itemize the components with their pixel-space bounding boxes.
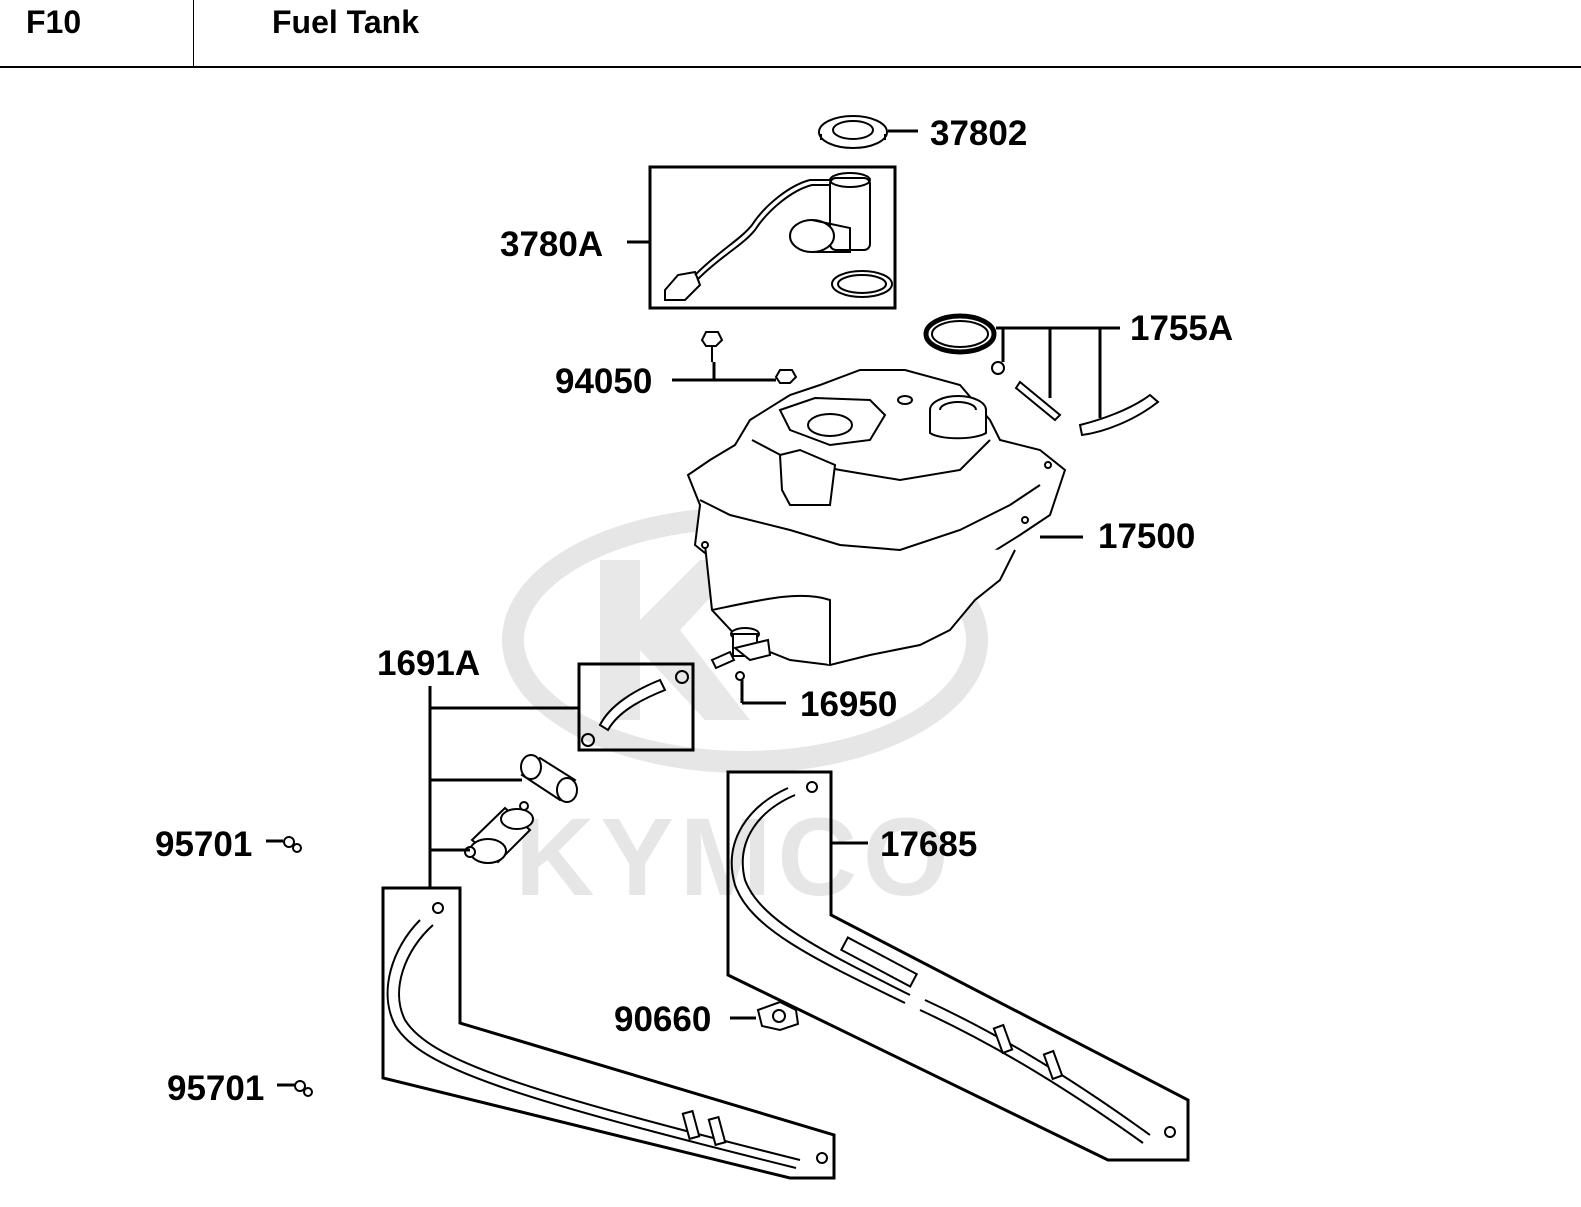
fuel-pump-box: [648, 165, 897, 310]
filler-cap-clamp-part: [923, 313, 1160, 437]
page-header: F10 Fuel Tank: [0, 0, 1581, 68]
label-1755A: 1755A: [1130, 309, 1233, 348]
label-17500: 17500: [1098, 517, 1195, 556]
section-title: Fuel Tank: [272, 4, 419, 40]
right-hose-box: [726, 770, 1190, 1162]
section-code: F10: [26, 4, 82, 40]
leader-94050: [672, 362, 776, 382]
fuel-valve-part: [710, 627, 772, 681]
hose-clip-part: [756, 1000, 800, 1032]
filter-sleeve-part: [520, 754, 578, 803]
label-16950: 16950: [800, 685, 897, 724]
lock-ring-part: [818, 115, 888, 149]
fuel-pump-part: [664, 172, 893, 301]
left-fuel-hose-part: [386, 902, 828, 1169]
label-1691A: 1691A: [377, 644, 480, 683]
right-fuel-hose-part: [730, 781, 1176, 1144]
left-hose-box: [381, 886, 836, 1180]
label-95701-upper: 95701: [155, 825, 252, 864]
bolt-94050-part: [700, 331, 798, 384]
label-17685: 17685: [880, 825, 977, 864]
label-95701-lower: 95701: [167, 1069, 264, 1108]
label-3780A: 3780A: [500, 225, 603, 264]
label-94050: 94050: [555, 362, 652, 401]
header-divider: [193, 0, 194, 68]
leader-16950: [740, 680, 786, 705]
label-37802: 37802: [930, 114, 1027, 153]
label-90660: 90660: [614, 1000, 711, 1039]
leader-1755A: [996, 326, 1120, 418]
leader-1691A: [428, 686, 579, 888]
fuel-tank-part: [686, 369, 1067, 667]
bolt-95701-lower-part: [277, 1080, 313, 1097]
short-hose-part: [581, 670, 689, 747]
bolt-95701-upper-part: [266, 836, 302, 853]
